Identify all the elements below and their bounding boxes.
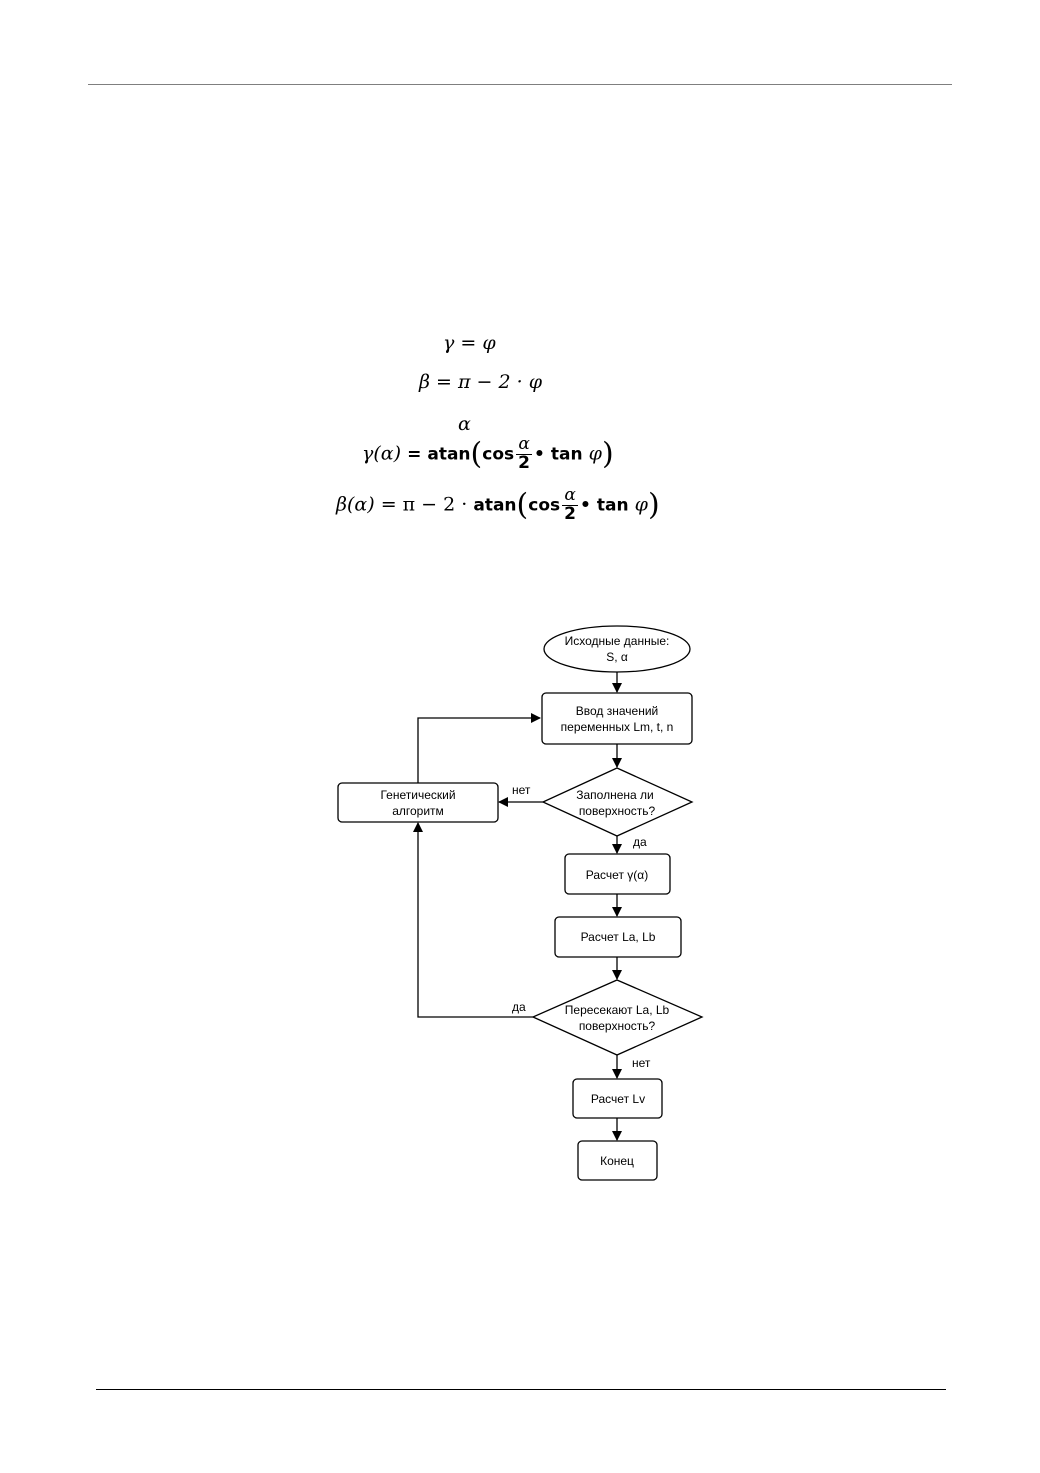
calc-lv-label: Расчет Lv <box>591 1092 645 1106</box>
calc-lv-node: Расчет Lv <box>572 1078 663 1119</box>
label-no-1: нет <box>512 783 531 797</box>
calc-gamma-node: Расчет γ(α) <box>564 853 671 895</box>
genetic-label-1: Генетический <box>380 788 455 802</box>
input-node: Ввод значений переменных Lm, t, n <box>541 692 693 745</box>
genetic-label-2: алгоритм <box>392 804 444 818</box>
header-rule <box>88 84 952 85</box>
calc-lalb-node: Расчет La, Lb <box>554 916 682 958</box>
input-label-2: переменных Lm, t, n <box>561 720 674 734</box>
start-label-2: S, α <box>606 650 628 664</box>
start-label-1: Исходные данные: <box>565 634 670 648</box>
calc-lalb-label: Расчет La, Lb <box>581 930 656 944</box>
calc-gamma-label: Расчет γ(α) <box>586 868 648 882</box>
decision2-node: Пересекают La, Lb поверхность? <box>531 979 704 1056</box>
decision2-label-1: Пересекают La, Lb <box>565 1003 670 1017</box>
decision1-label-2: поверхность? <box>579 804 656 818</box>
formula-beta-phi: β = π − 2 · φ <box>419 371 542 393</box>
formula-alpha: α <box>458 413 471 435</box>
arrow-decision2-genetic <box>413 822 533 1018</box>
decision1-label-1: Заполнена ли <box>576 788 653 802</box>
label-yes-2: да <box>512 1000 526 1014</box>
end-label: Конец <box>600 1154 634 1168</box>
label-yes-1: да <box>633 835 647 849</box>
input-label-1: Ввод значений <box>576 704 659 718</box>
label-no-2: нет <box>632 1056 651 1070</box>
genetic-node: Генетический алгоритм <box>337 782 499 823</box>
decision2-label-2: поверхность? <box>579 1019 656 1033</box>
footer-rule <box>96 1389 946 1390</box>
formula-gamma-phi: γ = φ <box>443 332 496 354</box>
start-node: Исходные данные: S, α <box>543 625 691 673</box>
arrow-genetic-input <box>417 713 541 783</box>
end-node: Конец <box>577 1140 658 1181</box>
decision1-node: Заполнена ли поверхность? <box>541 767 694 837</box>
